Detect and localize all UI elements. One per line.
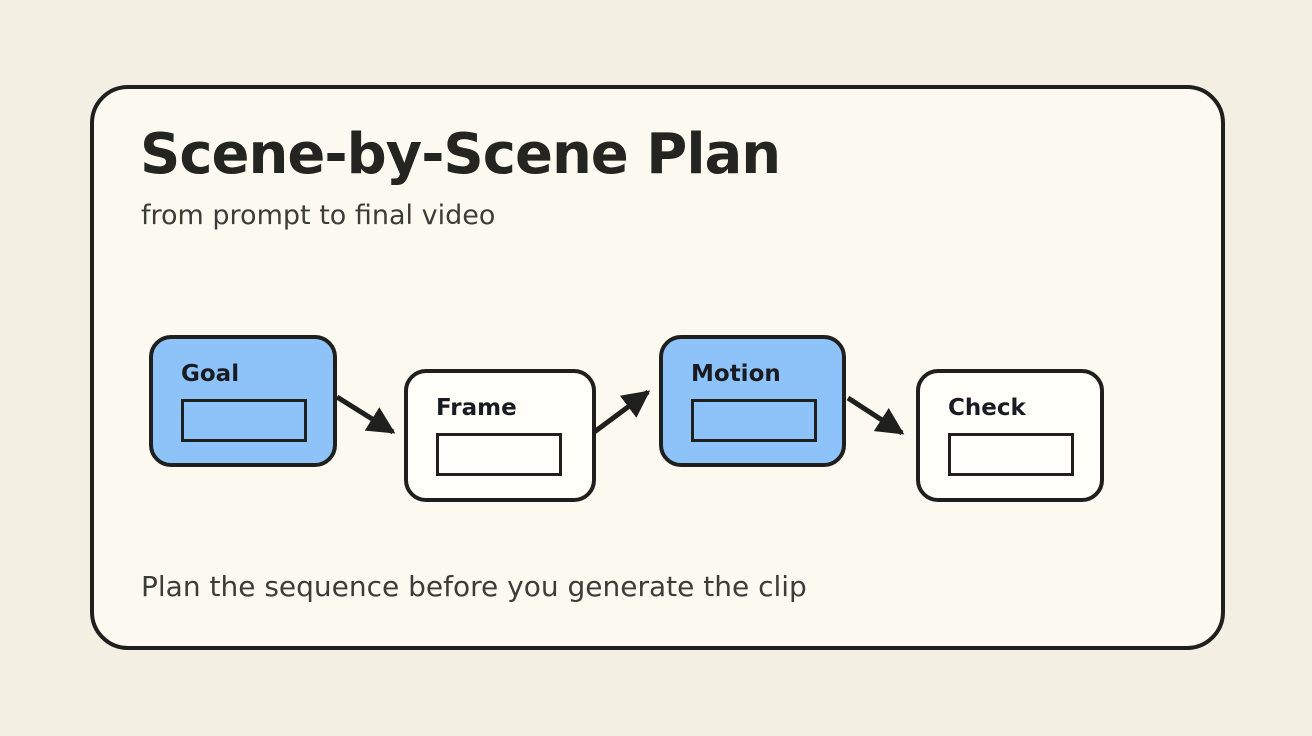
step-label: Frame xyxy=(436,395,517,421)
flow-step-frame: Frame xyxy=(404,369,596,502)
flow-step-goal: Goal xyxy=(149,335,337,467)
flow-step-motion: Motion xyxy=(659,335,846,467)
step-placeholder-box xyxy=(691,399,817,442)
step-placeholder-box xyxy=(948,433,1074,476)
flow-diagram: Goal Frame Motion Check xyxy=(94,89,1221,646)
plan-card: Scene-by-Scene Plan from prompt to final… xyxy=(90,85,1225,650)
step-placeholder-box xyxy=(181,399,307,442)
page-title: Scene-by-Scene Plan xyxy=(140,122,781,187)
step-label: Goal xyxy=(181,361,240,387)
step-placeholder-box xyxy=(436,433,562,476)
step-label: Motion xyxy=(691,361,781,387)
arrow-frame-to-motion xyxy=(591,389,651,436)
caption: Plan the sequence before you generate th… xyxy=(141,570,807,603)
arrow-motion-to-check xyxy=(846,395,905,436)
page-subtitle: from prompt to final video xyxy=(141,200,496,231)
arrow-goal-to-frame xyxy=(335,394,396,435)
flow-step-check: Check xyxy=(916,369,1104,502)
step-label: Check xyxy=(948,395,1026,421)
